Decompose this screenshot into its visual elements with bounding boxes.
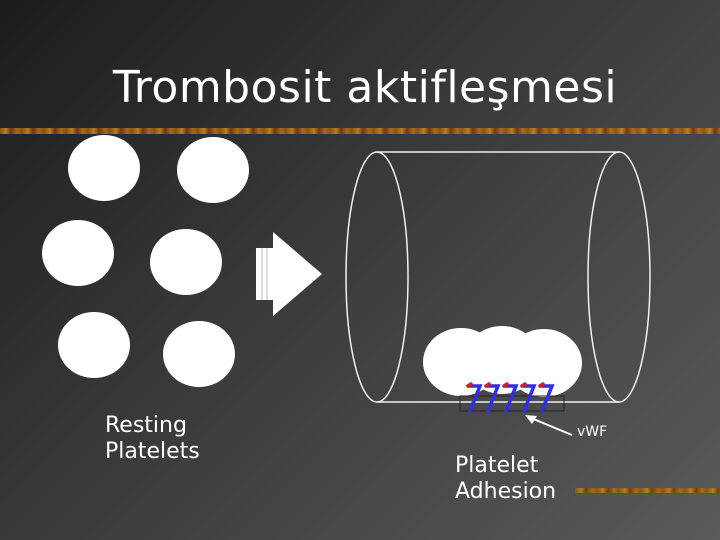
resting-label-line-1: Resting <box>105 413 187 438</box>
platelet-adhesion-label: Platelet Adhesion <box>455 453 556 505</box>
resting-platelet <box>58 312 130 378</box>
blood-vessel <box>345 151 651 403</box>
resting-platelet <box>177 137 249 203</box>
vwf-strand-icon <box>466 382 555 413</box>
title-divider <box>0 128 720 134</box>
slide-title: Trombosit aktifleşmesi <box>112 62 618 113</box>
resting-platelet <box>150 229 222 295</box>
vessel-right-end <box>587 151 651 403</box>
adhesion-label-line-2: Adhesion <box>455 479 557 504</box>
vwf-label: vWF <box>577 424 608 440</box>
resting-platelet <box>68 135 140 201</box>
resting-platelet <box>42 220 114 286</box>
adhered-platelets <box>423 326 582 397</box>
vwf-strands <box>459 382 565 413</box>
resting-platelets <box>42 135 249 387</box>
adhesion-label-line-1: Platelet <box>455 453 539 478</box>
right-arrow-icon <box>256 232 322 316</box>
adhered-platelet <box>506 329 582 397</box>
resting-platelet <box>163 321 235 387</box>
vessel-left-end <box>345 151 409 403</box>
vwf-pointer <box>525 415 573 436</box>
resting-platelets-label: Resting Platelets <box>105 413 200 465</box>
bottom-divider <box>575 488 720 493</box>
resting-label-line-2: Platelets <box>105 439 200 464</box>
